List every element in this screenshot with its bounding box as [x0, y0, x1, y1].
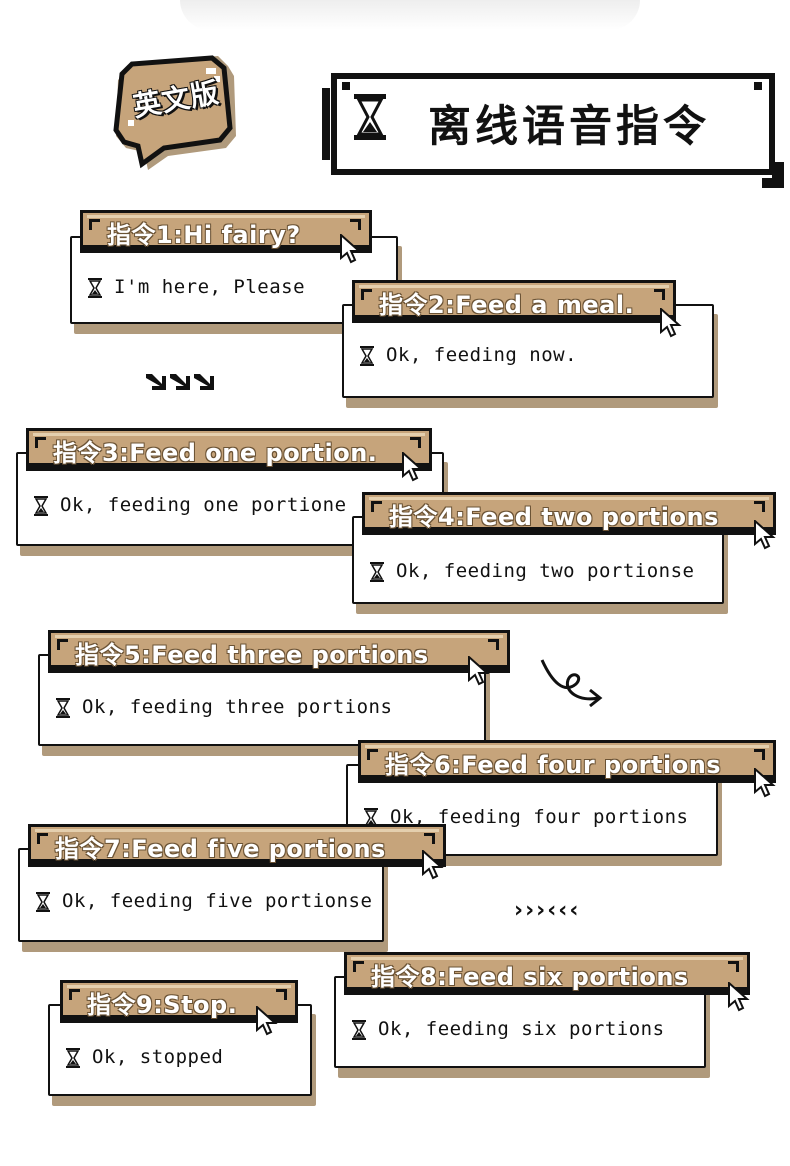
response-card-1: I'm here, Please: [70, 236, 398, 324]
command-text: 指令9:Stop.: [87, 991, 238, 1019]
hourglass-icon: [66, 1048, 80, 1068]
response-text: Ok, feeding four portions: [390, 806, 689, 828]
command-label-7: 指令7:Feed five portions: [28, 824, 446, 863]
command-text: 指令6:Feed four portions: [385, 751, 722, 779]
curly-arrow-icon: [540, 659, 603, 708]
command-label-3: 指令3:Feed one portion.: [26, 428, 432, 467]
command-text: 指令1:Hi fairy?: [107, 221, 301, 249]
response-text: Ok, feeding one portione: [60, 494, 347, 516]
response-text: Ok, stopped: [92, 1046, 224, 1068]
command-text: 指令8:Feed six portions: [371, 963, 689, 991]
response-card-5: Ok, feeding three portions: [38, 654, 486, 746]
hourglass-icon: [370, 562, 384, 582]
command-text: 指令3:Feed one portion.: [53, 439, 378, 467]
speech-bubble-badge: [113, 55, 236, 170]
command-label-2: 指令2:Feed a meal.: [352, 280, 676, 319]
response-text: Ok, feeding now.: [386, 344, 578, 366]
cursor-icon: [422, 850, 444, 880]
response-text: Ok, feeding three portions: [82, 696, 393, 718]
title-frame: [322, 73, 784, 188]
response-text: I'm here, Please: [114, 276, 306, 298]
command-text: 指令2:Feed a meal.: [379, 291, 635, 319]
command-label-5: 指令5:Feed three portions: [48, 630, 510, 669]
cursor-icon: [754, 520, 776, 550]
cursor-icon: [660, 308, 682, 338]
command-text: 指令4:Feed two portions: [389, 503, 719, 531]
hourglass-icon: [88, 278, 102, 298]
top-fade: [180, 0, 640, 30]
hourglass-icon: [34, 496, 48, 516]
response-text: Ok, feeding two portionse: [396, 560, 695, 582]
arrows-icon: [146, 374, 214, 390]
cursor-icon: [754, 768, 776, 798]
response-text: Ok, feeding five portionse: [62, 890, 373, 912]
command-text: 指令5:Feed three portions: [75, 641, 429, 669]
response-card-7: Ok, feeding five portionse: [18, 848, 384, 942]
hourglass-icon: [56, 698, 70, 718]
response-text: Ok, feeding six portions: [378, 1018, 665, 1040]
command-label-6: 指令6:Feed four portions: [358, 740, 776, 779]
command-label-4: 指令4:Feed two portions: [362, 492, 776, 531]
chevrons-decoration: ›››‹‹‹: [514, 898, 581, 923]
hourglass-icon: [354, 94, 386, 140]
command-text: 指令7:Feed five portions: [55, 835, 386, 863]
page-title: 离线语音指令: [428, 102, 710, 152]
hourglass-icon: [360, 346, 374, 366]
hourglass-icon: [352, 1020, 366, 1040]
command-label-1: 指令1:Hi fairy?: [80, 210, 372, 249]
command-label-8: 指令8:Feed six portions: [344, 952, 750, 991]
cursor-icon: [256, 1006, 278, 1036]
cursor-icon: [468, 656, 490, 686]
cursor-icon: [402, 452, 424, 482]
response-card-2: Ok, feeding now.: [342, 304, 714, 398]
cursor-icon: [340, 234, 362, 264]
hourglass-icon: [36, 892, 50, 912]
cursor-icon: [728, 982, 750, 1012]
